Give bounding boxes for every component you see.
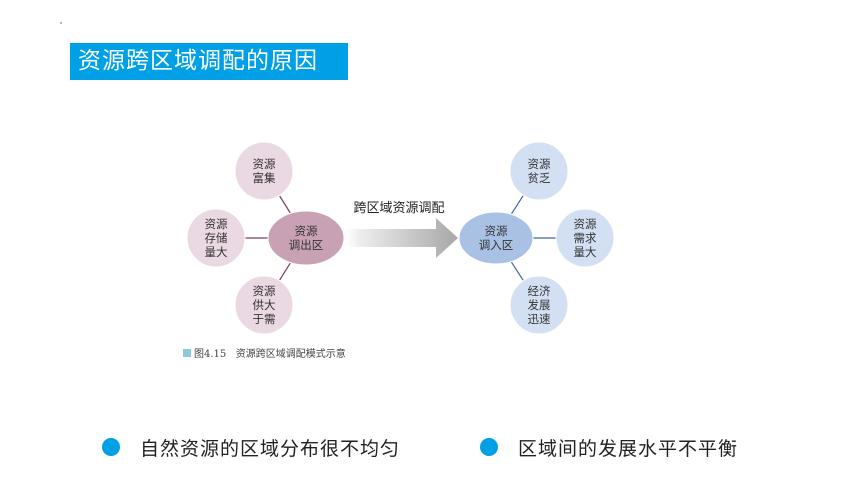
transfer-arrow	[346, 218, 458, 258]
bullet-item-natural: 自然资源的区域分布很不均匀	[102, 430, 400, 464]
in-satellite-label: 需求	[574, 231, 597, 245]
bullet-item-development: 区域间的发展水平不平衡	[480, 430, 738, 464]
bullet-text: 自然资源的区域分布很不均匀	[140, 437, 401, 460]
in-satellite-label: 发展	[528, 298, 551, 312]
caption-marker	[183, 349, 191, 357]
bullet-text: 区域间的发展水平不平衡	[518, 437, 739, 460]
out-satellite-label: 于需	[253, 312, 276, 326]
in-satellite-label: 资源	[528, 157, 551, 171]
corner-dot	[60, 22, 62, 24]
arrow-label: 跨区域资源调配	[353, 201, 444, 216]
in-satellite-node	[555, 208, 615, 268]
out-center-label: 调出区	[289, 238, 324, 252]
in-center-label: 调入区	[479, 238, 514, 252]
out-satellite-node	[234, 275, 294, 335]
out-center-label: 资源	[295, 224, 318, 238]
in-center-label: 资源	[485, 224, 508, 238]
in-satellite-label: 迅速	[528, 312, 551, 326]
out-satellite-node	[186, 208, 246, 268]
in-center-node	[458, 211, 534, 265]
in-satellite-label: 量大	[574, 245, 597, 259]
bullet-dot-icon	[480, 438, 498, 456]
out-satellite-label: 量大	[205, 245, 228, 259]
resource-allocation-diagram: 资源富集资源存储量大资源供大于需资源调出区资源贫乏资源需求量大经济发展迅速资源调…	[183, 141, 615, 360]
out-satellite-label: 资源	[253, 284, 276, 298]
in-satellite-node	[509, 275, 569, 335]
in-satellite-label: 贫乏	[528, 171, 551, 185]
in-satellite-label: 资源	[574, 217, 597, 231]
out-satellite-label: 富集	[253, 171, 276, 185]
out-center-node	[267, 210, 345, 266]
bullet-list: 自然资源的区域分布很不均匀 区域间的发展水平不平衡	[0, 430, 860, 470]
out-satellite-label: 存储	[205, 231, 228, 245]
out-satellite-node	[234, 141, 294, 201]
figure-caption: 图4.15 资源跨区域调配模式示意	[194, 347, 346, 360]
out-satellite-label: 供大	[253, 298, 276, 312]
in-satellite-node	[509, 141, 569, 201]
out-satellite-label: 资源	[205, 217, 228, 231]
page-title: 资源跨区域调配的原因	[70, 43, 348, 80]
out-satellite-label: 资源	[253, 157, 276, 171]
bullet-dot-icon	[102, 438, 120, 456]
in-satellite-label: 经济	[528, 284, 551, 298]
